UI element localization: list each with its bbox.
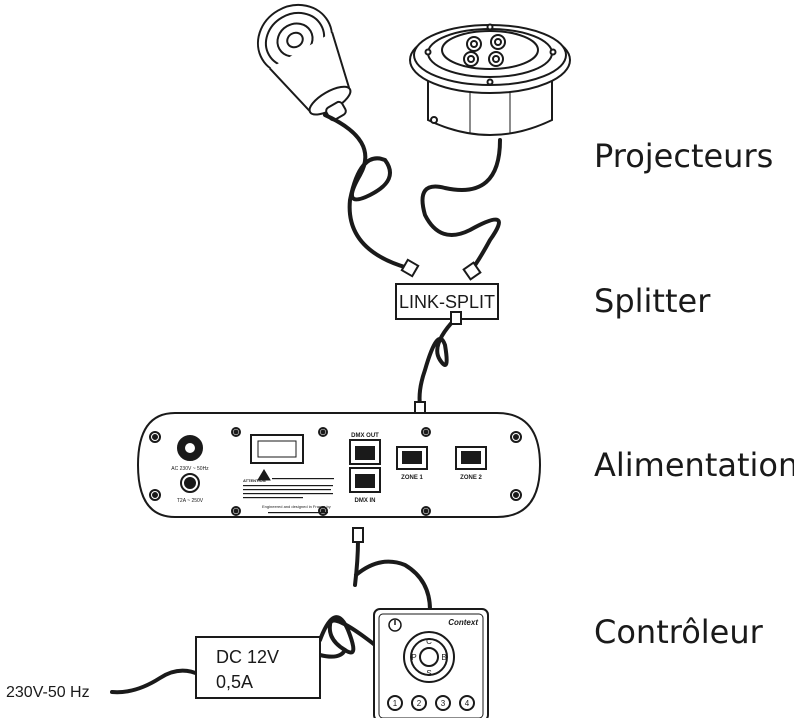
- number-key-4-label: 4: [465, 699, 470, 708]
- zone2-label: ZONE 2: [460, 475, 482, 481]
- key-b: B: [441, 653, 446, 662]
- label-splitter: Splitter: [594, 282, 711, 320]
- label-controleur: Contrôleur: [594, 613, 763, 651]
- power-adapter-current: 0,5A: [216, 672, 253, 692]
- ac-label: AC 230V ~ 50Hz: [171, 466, 209, 472]
- key-p: P: [411, 653, 416, 662]
- cable-connector: [352, 527, 364, 543]
- number-key-2-label: 2: [417, 699, 422, 708]
- label-projecteurs: Projecteurs: [594, 137, 774, 175]
- fuse-label: T2A ~ 250V: [177, 498, 204, 504]
- label-alimentation: Alimentation: [594, 446, 794, 484]
- key-c: C: [426, 637, 432, 646]
- remote-markings: Context C P B S 1 2 3 4: [393, 618, 479, 708]
- projector-cables: [323, 113, 502, 274]
- mains-input-label: 230V-50 Hz: [6, 684, 90, 701]
- number-key-1-label: 1: [393, 699, 398, 708]
- splitter-box-label: LINK-SPLIT: [399, 292, 495, 312]
- splitter-box: LINK-SPLIT: [395, 283, 499, 320]
- remote-brand: Context: [448, 618, 478, 627]
- spotlight-projector: [256, 3, 352, 122]
- cable-connector: [450, 311, 462, 325]
- dmx-in-label: DMX IN: [355, 498, 376, 504]
- number-key-2: [411, 695, 427, 711]
- footer-label: Engineered and designed in France by: [262, 504, 331, 509]
- dmx-out-label: DMX OUT: [351, 433, 379, 439]
- remote-controller: [373, 608, 489, 718]
- power-supply-panel: [136, 412, 542, 518]
- number-key-1: [387, 695, 403, 711]
- power-adapter: DC 12V 0,5A: [195, 636, 321, 699]
- splitter-output-cable: [417, 316, 458, 407]
- warning-label: ATTENTION: [243, 478, 266, 483]
- number-key-3: [435, 695, 451, 711]
- power-supply-markings: AC 230V ~ 50Hz T2A ~ 250V DMX OUT DMX IN…: [171, 433, 482, 514]
- number-key-4: [459, 695, 475, 711]
- warning-icon: [257, 469, 271, 481]
- cable-connectors: [400, 258, 482, 281]
- zone1-label: ZONE 1: [401, 475, 423, 481]
- key-s: S: [426, 669, 431, 678]
- recessed-projector: [409, 23, 571, 136]
- number-key-3-label: 3: [441, 699, 446, 708]
- power-adapter-voltage: DC 12V: [216, 647, 279, 667]
- mains-cable: [110, 648, 347, 695]
